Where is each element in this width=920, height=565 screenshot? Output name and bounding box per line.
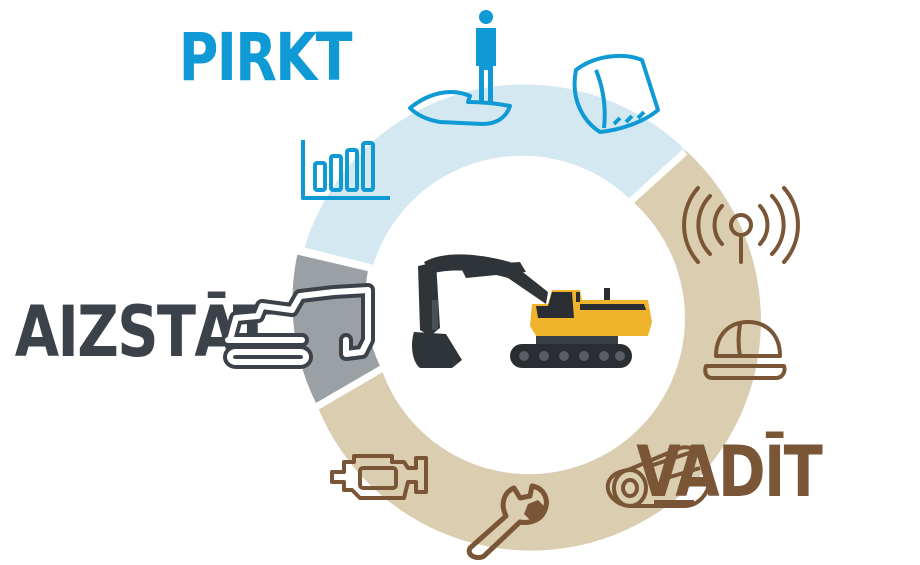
- excavator-brand-text: VOLVO: [470, 278, 499, 293]
- wrench-nut-icon: [466, 483, 549, 561]
- excavator-outline-icon: [221, 283, 375, 369]
- ring-segment-manage: [317, 150, 761, 551]
- person-on-hand-icon: [408, 10, 512, 126]
- excavator-center-icon: VOLVO: [412, 254, 652, 368]
- ring-segment-acquire: [304, 84, 687, 267]
- phase-label-manage: VADĪT: [636, 431, 823, 513]
- phase-label-acquire: PIRKT: [179, 20, 353, 97]
- bar-chart-icon: [301, 140, 390, 200]
- signal-tower-icon: [682, 186, 800, 264]
- engine-icon: [330, 454, 428, 500]
- log-icon: [605, 445, 712, 508]
- hard-hat-icon: [703, 320, 787, 380]
- bucket-icon: [572, 53, 660, 134]
